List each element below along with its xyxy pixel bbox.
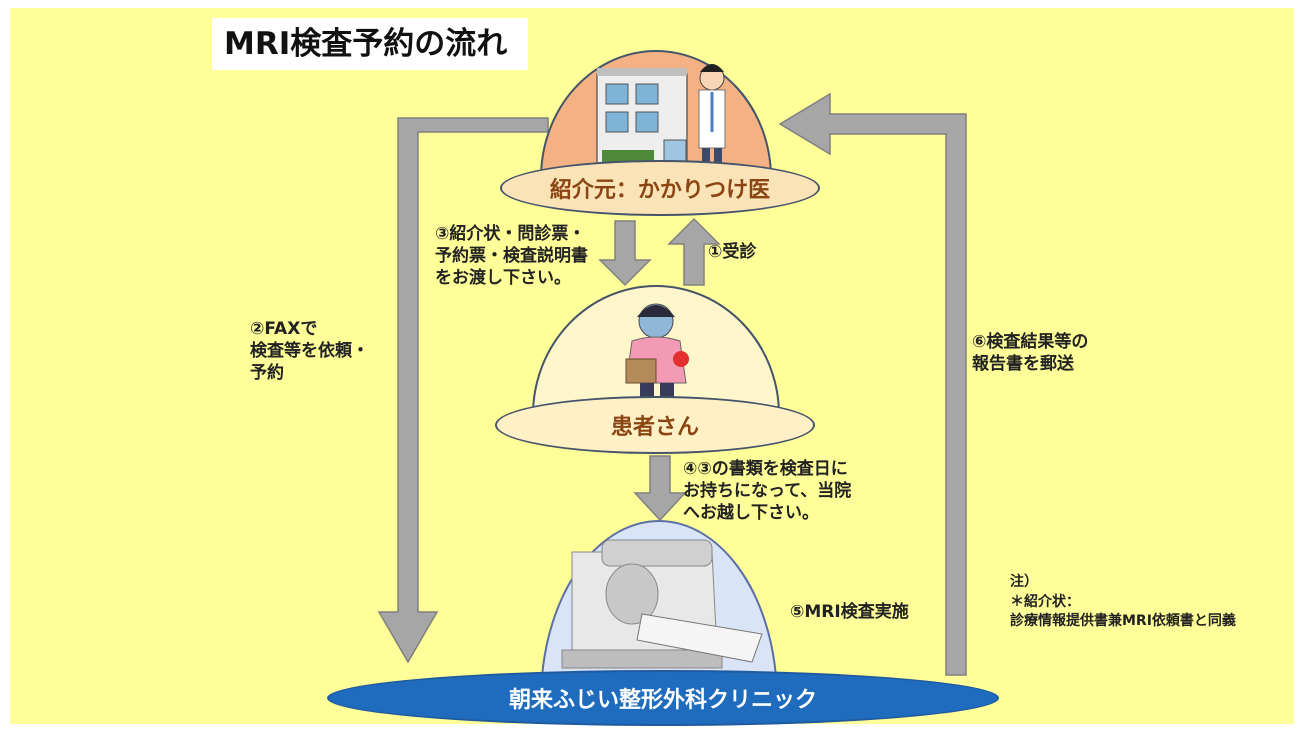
step4-label: ④③の書類を検査日に お持ちになって、当院 へお越し下さい。 — [683, 459, 852, 524]
referrer-label: 紹介元：かかりつけ医 — [549, 178, 771, 203]
clinic-dome — [540, 50, 772, 178]
arrow-visit-hospital — [633, 455, 687, 522]
hospital-label: 朝来ふじい整形外科クリニック — [508, 688, 817, 713]
step6-label: ⑥検査結果等の 報告書を郵送 — [972, 332, 1089, 375]
footnote: 注） ＊紹介状： 診療情報提供書兼MRI依頼書と同義 — [1010, 574, 1236, 630]
step3-label: ③紹介状・問診票・ 予約票・検査説明書 をお渡し下さい。 — [435, 224, 588, 289]
arrow-report-mail — [778, 92, 967, 676]
step2-label: ②FAXで 検査等を依頼・ 予約 — [250, 319, 369, 384]
referrer-node: 紹介元：かかりつけ医 — [500, 160, 820, 216]
step5-label: ⑤MRI検査実施 — [790, 602, 909, 622]
arrow-hand-documents — [598, 220, 652, 287]
patient-illustration — [625, 303, 689, 409]
mri-machine-illustration — [561, 539, 763, 669]
arrow-fax-request — [377, 117, 549, 664]
hospital-node: 朝来ふじい整形外科クリニック — [327, 670, 999, 726]
step1-label: ①受診 — [708, 242, 757, 262]
clinic-building-doctor-illustration — [596, 64, 726, 175]
patient-node: 患者さん — [495, 396, 815, 454]
arrow-consultation — [667, 217, 721, 286]
patient-label: 患者さん — [610, 415, 699, 440]
patient-dome — [532, 285, 780, 415]
diagram-title: MRI検査予約の流れ — [212, 18, 528, 70]
